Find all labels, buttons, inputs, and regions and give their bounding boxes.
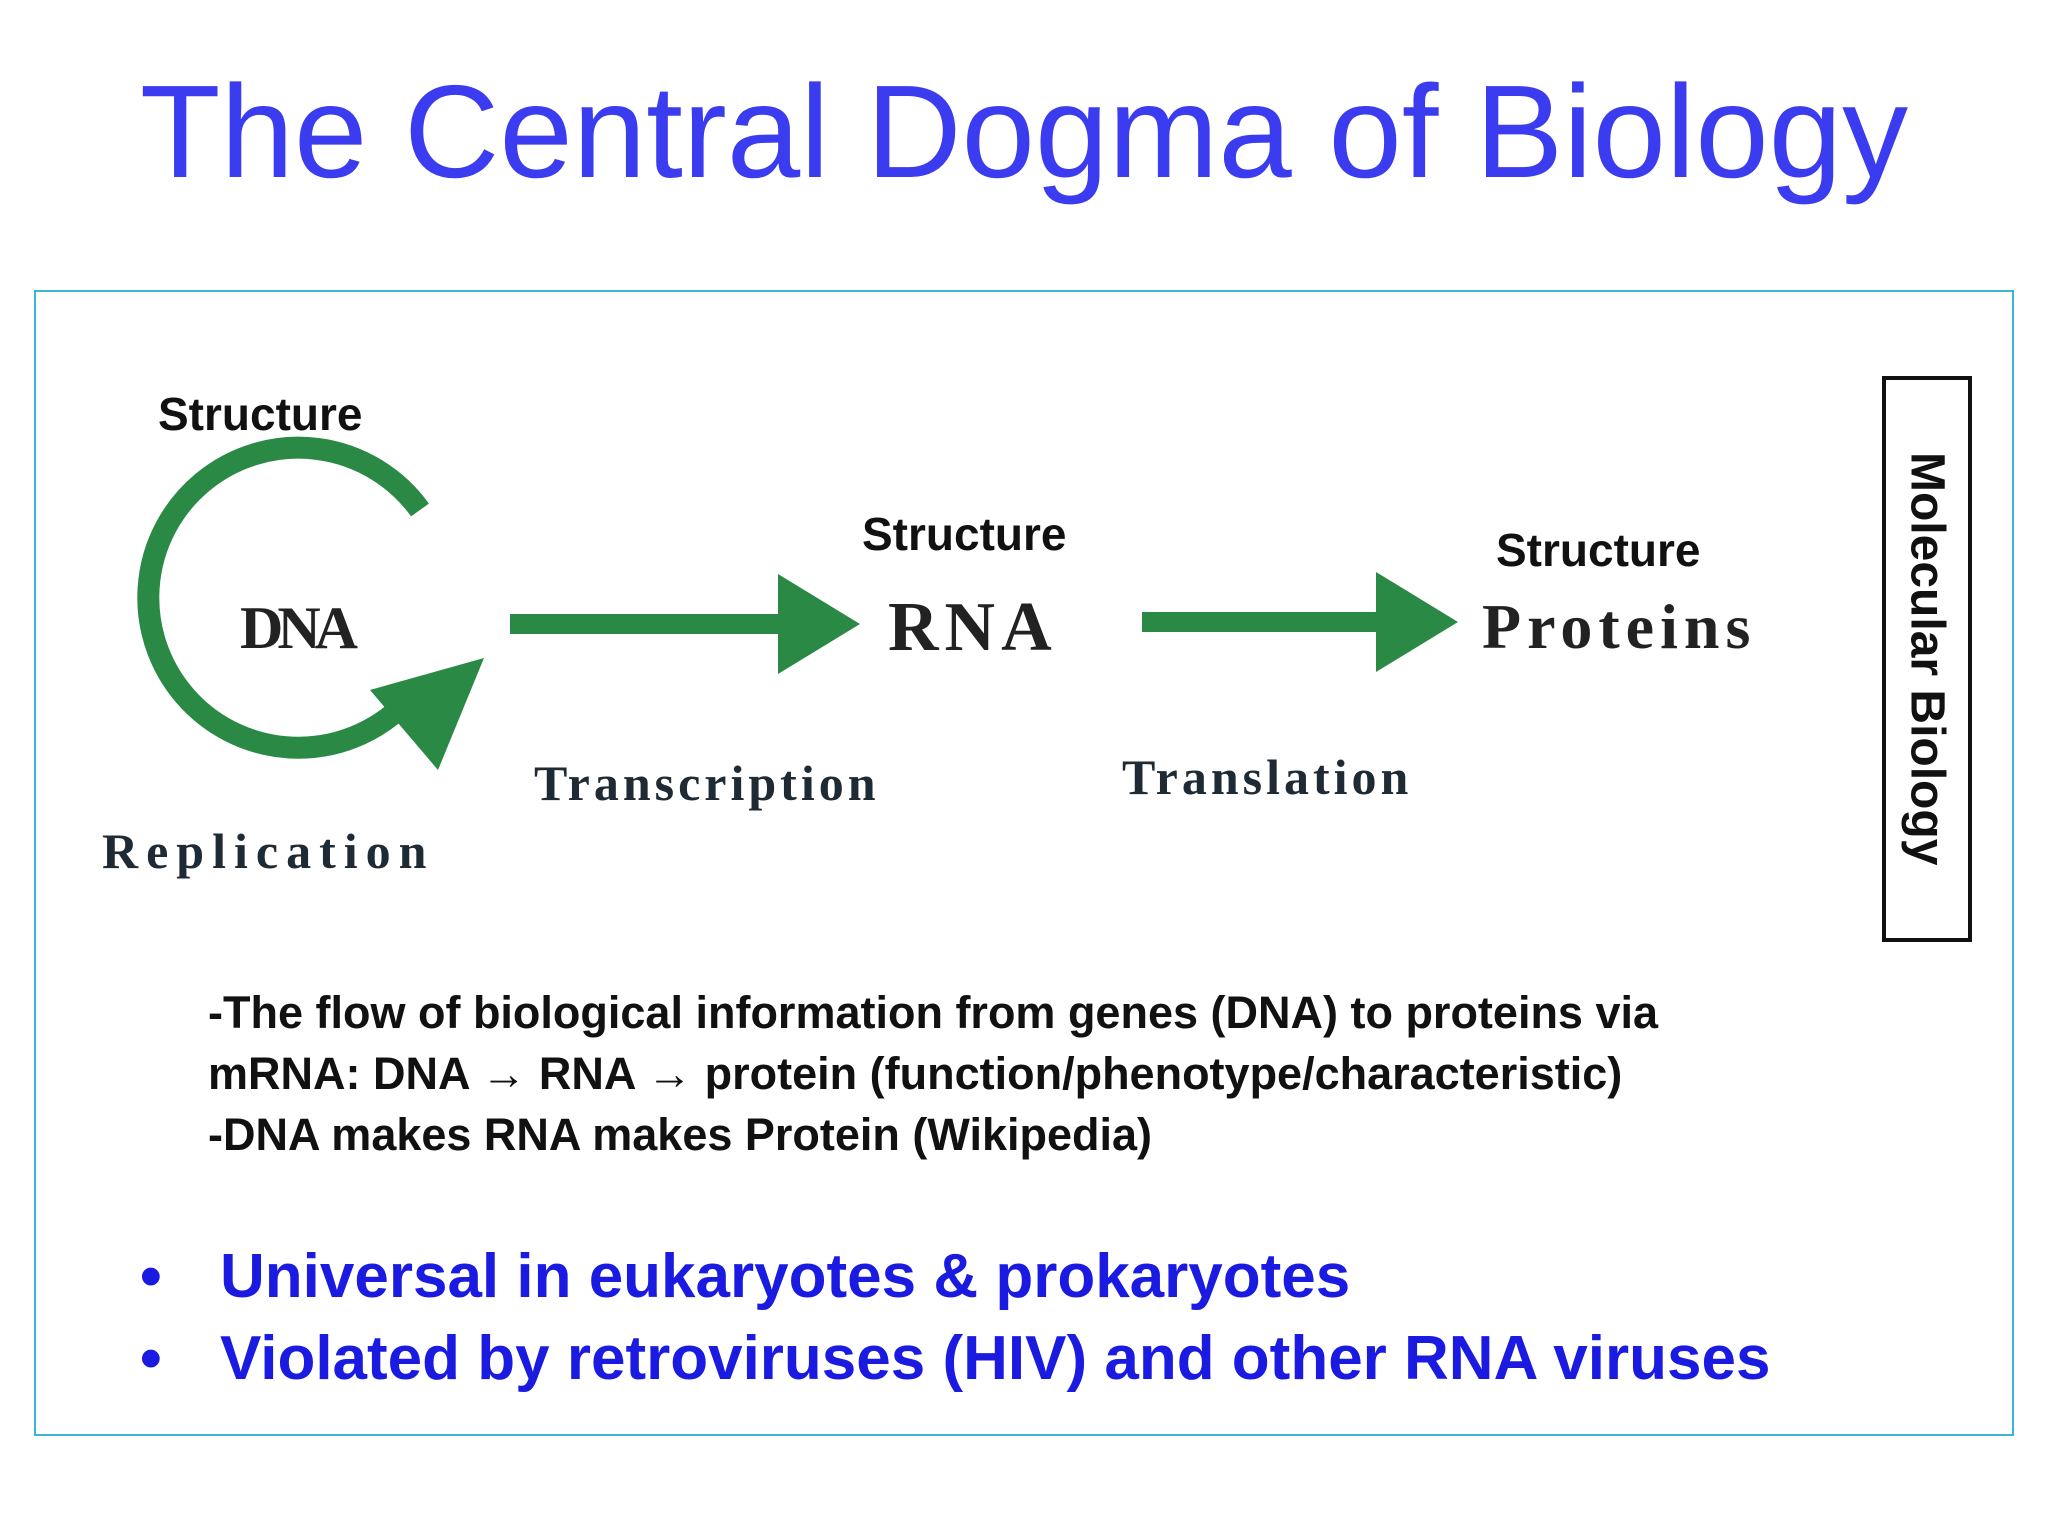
rna-structure-label: Structure xyxy=(862,508,1066,560)
bullet-text: Violated by retroviruses (HIV) and other… xyxy=(220,1324,1771,1393)
content-frame xyxy=(34,290,2014,1436)
transcription-arrowhead xyxy=(778,574,860,674)
translation-arrowhead xyxy=(1376,572,1458,672)
description-text: -The flow of biological information from… xyxy=(208,982,1908,1165)
molecular-biology-box: Molecular Biology xyxy=(1882,376,1972,942)
bullet-marker: • xyxy=(140,1242,162,1311)
rna-label: RNA xyxy=(888,589,1058,666)
bullet-item: • Universal in eukaryotes & prokaryotes xyxy=(140,1236,2000,1318)
molecular-biology-label: Molecular Biology xyxy=(1900,452,1954,866)
transcription-label: Transcription xyxy=(534,755,880,811)
dna-label: DNA xyxy=(240,595,358,661)
bullet-item: • Violated by retroviruses (HIV) and oth… xyxy=(140,1318,2000,1400)
replication-label: Replication xyxy=(102,823,434,879)
description-line: mRNA: DNA → RNA → protein (function/phen… xyxy=(208,1048,1623,1099)
replication-arrowhead xyxy=(370,658,484,770)
description-line: -The flow of biological information from… xyxy=(208,987,1659,1038)
dna-structure-label: Structure xyxy=(158,388,362,440)
transcription-arrow-shaft xyxy=(510,614,790,634)
bullet-list: • Universal in eukaryotes & prokaryotes … xyxy=(140,1236,2000,1400)
translation-label: Translation xyxy=(1122,749,1412,805)
replication-cycle-arrow xyxy=(137,436,429,759)
proteins-structure-label: Structure xyxy=(1496,524,1700,576)
translation-arrow-shaft xyxy=(1142,612,1386,632)
proteins-label: Proteins xyxy=(1482,591,1756,662)
bullet-marker: • xyxy=(140,1324,162,1393)
bullet-text: Universal in eukaryotes & prokaryotes xyxy=(220,1242,1351,1311)
slide-title: The Central Dogma of Biology xyxy=(139,58,1909,205)
description-line: -DNA makes RNA makes Protein (Wikipedia) xyxy=(208,1109,1153,1160)
